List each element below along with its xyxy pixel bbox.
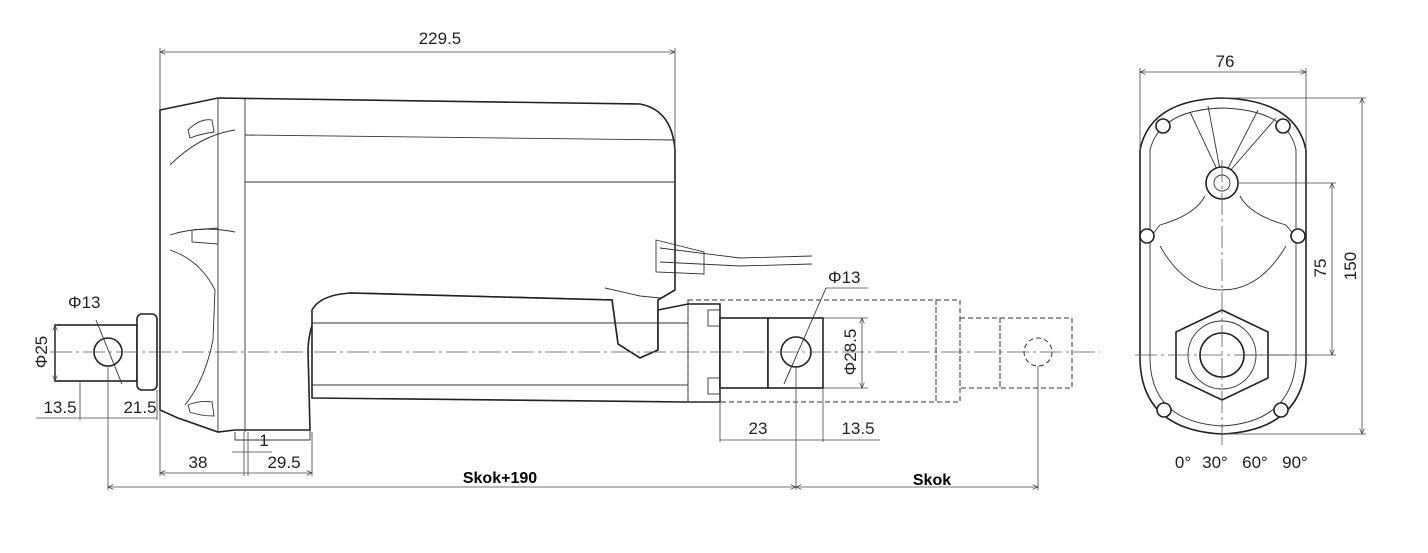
bolt-top-right: [1275, 118, 1291, 134]
end-width-label: 76: [1216, 52, 1235, 71]
piston-rod: [719, 317, 769, 389]
rear-offset-b-label: 21.5: [123, 398, 156, 417]
angle-30: 30°: [1202, 453, 1228, 472]
power-cable: [659, 247, 813, 259]
side-dimensions: 229.5 Φ13 Φ25 13.5 21.5 38 1 29.5 Φ13 Φ2…: [32, 29, 1038, 490]
bolt-mid-left: [1139, 228, 1155, 244]
bolt-top-left: [1155, 118, 1171, 134]
overall-length-label: 229.5: [419, 29, 462, 48]
front-hole-dia-label: Φ13: [828, 268, 860, 287]
bolt-mid-right: [1290, 228, 1306, 244]
front-offset-a-label: 23: [749, 419, 768, 438]
angle-labels: 0° 30° 60° 90°: [1175, 453, 1308, 472]
stroke-label: Skok: [913, 472, 951, 489]
end-dimensions: 76 150 75: [1140, 52, 1366, 434]
gap-label: 1: [259, 431, 268, 450]
bolt-bottom-left: [1156, 402, 1172, 418]
rear-clevis-width-label: Φ25: [32, 336, 51, 368]
angle-90: 90°: [1282, 453, 1308, 472]
gear-section-label: 29.5: [267, 453, 300, 472]
rod-dia-label: Φ28.5: [841, 329, 860, 376]
angle-0: 0°: [1175, 453, 1191, 472]
front-offset-b-label: 13.5: [841, 419, 874, 438]
end-view: [1135, 97, 1310, 445]
end-height-label: 150: [1341, 252, 1360, 280]
angle-60: 60°: [1242, 453, 1268, 472]
end-offset-label: 75: [1311, 259, 1330, 278]
rear-hole-dia-label: Φ13: [68, 293, 100, 312]
outer-tube: [311, 292, 721, 403]
rear-offset-a-label: 13.5: [43, 398, 76, 417]
bolt-bottom-right: [1273, 402, 1289, 418]
side-view: [50, 97, 1100, 441]
motor-section-label: 38: [189, 453, 208, 472]
retracted-length-label: Skok+190: [463, 470, 537, 487]
